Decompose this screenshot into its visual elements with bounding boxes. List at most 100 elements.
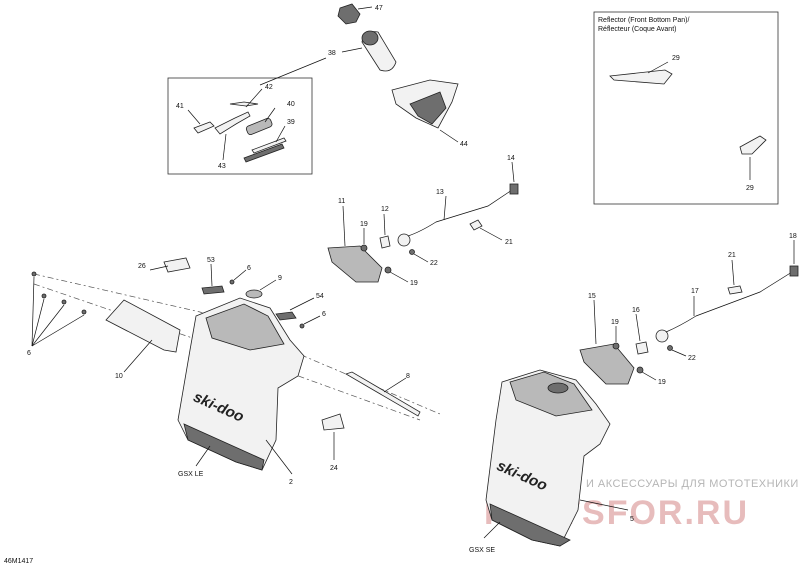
rivet-6-a3 xyxy=(61,299,67,305)
callout-21-b: 21 xyxy=(728,252,736,259)
headlight-part-15 xyxy=(579,343,635,385)
headlight-assembly-le: 11 19 12 13 14 21 22 19 xyxy=(327,155,519,287)
headlight-assembly-se: 15 19 16 17 18 21 22 19 xyxy=(579,233,799,386)
callout-10: 10 xyxy=(115,373,123,380)
callout-6-a: 6 xyxy=(27,350,31,357)
screw-22-b xyxy=(667,345,673,351)
callout-21-a: 21 xyxy=(505,239,513,246)
front-pan-lip xyxy=(183,423,265,471)
axis-line-1 xyxy=(33,273,441,415)
rivet-6-a2 xyxy=(41,293,47,299)
callout-38: 38 xyxy=(328,50,336,57)
tie-21-a xyxy=(469,219,483,231)
callout-5: 5 xyxy=(630,516,634,523)
callout-6-c: 6 xyxy=(322,311,326,318)
pliers-part xyxy=(214,111,251,135)
diagram-id: 46M1417 xyxy=(4,558,33,565)
callout-26: 26 xyxy=(138,263,146,270)
rivet-6-c xyxy=(299,323,305,329)
callout-14: 14 xyxy=(507,155,515,162)
callout-47: 47 xyxy=(375,5,383,12)
variant-label-se: GSX SE xyxy=(469,547,495,554)
harness-13 xyxy=(407,189,513,237)
decal-24 xyxy=(321,413,345,431)
callout-16: 16 xyxy=(632,307,640,314)
rivet-6-b xyxy=(229,279,235,285)
grommet-9 xyxy=(245,289,263,299)
reflector-box: Reflector (Front Bottom Pan)/ Réflecteur… xyxy=(593,11,779,205)
variant-label-le: GSX LE xyxy=(178,471,204,478)
callout-9: 9 xyxy=(278,275,282,282)
screwdriver-part xyxy=(243,143,285,163)
callout-15: 15 xyxy=(588,293,596,300)
callout-8: 8 xyxy=(406,373,410,380)
callout-12: 12 xyxy=(381,206,389,213)
harness-17 xyxy=(665,271,793,333)
callout-19-d: 19 xyxy=(658,379,666,386)
callout-44: 44 xyxy=(460,141,468,148)
tool-kit-frame xyxy=(167,77,313,175)
rod-part-8 xyxy=(345,371,421,417)
callout-41: 41 xyxy=(176,103,184,110)
front-pan-part-5 xyxy=(485,369,611,547)
spark-plug-part xyxy=(245,117,273,136)
front-pan-vent-se xyxy=(547,382,569,394)
callout-11: 11 xyxy=(338,198,345,205)
bracket-inner xyxy=(409,91,447,125)
upper-parts: 47 38 44 xyxy=(259,3,468,148)
callout-22-b: 22 xyxy=(688,355,696,362)
callout-54: 54 xyxy=(316,293,324,300)
callout-13: 13 xyxy=(436,189,444,196)
socket-part xyxy=(397,233,411,247)
callout-2: 2 xyxy=(289,479,293,486)
nut-19-a xyxy=(360,244,368,252)
socket-part-se xyxy=(655,329,669,343)
screw-22-a xyxy=(409,249,415,255)
tool-rod-part xyxy=(229,101,259,107)
callout-19-b: 19 xyxy=(410,280,418,287)
reflector-front-part xyxy=(609,69,673,85)
nut-19-d xyxy=(636,366,644,374)
front-pan-se: ski-doo 5 GSX SE xyxy=(469,369,634,554)
nut-19-b xyxy=(384,266,392,274)
screwdriver-2-part xyxy=(251,137,287,154)
tie-21-b xyxy=(727,285,743,295)
front-pan-lip-se xyxy=(489,503,571,547)
tool-bag-end xyxy=(361,30,379,46)
decal-26 xyxy=(163,257,191,273)
callout-19-c: 19 xyxy=(611,319,619,326)
tool-kit-box: 42 41 40 39 43 xyxy=(167,77,313,175)
clip-part-47 xyxy=(337,3,361,25)
label-54 xyxy=(275,311,297,321)
callout-19-a: 19 xyxy=(360,221,368,228)
front-pan-top xyxy=(205,303,285,351)
front-pan-le: 10 ski-doo 2 GSX LE 26 53 6 9 54 6 xyxy=(27,257,441,486)
connector-18 xyxy=(789,265,799,277)
callout-43: 43 xyxy=(218,163,226,170)
callout-53: 53 xyxy=(207,257,215,264)
callout-24: 24 xyxy=(330,465,338,472)
callout-39: 39 xyxy=(287,119,295,126)
headlight-part-11 xyxy=(327,245,383,283)
callout-17: 17 xyxy=(691,288,699,295)
label-53 xyxy=(201,285,225,295)
watermark-line1: ЗАПЧАСТИ И АКСЕССУАРЫ ДЛЯ МОТОТЕХНИКИ xyxy=(520,478,799,490)
front-pan-top-se xyxy=(509,371,593,417)
nut-19-c xyxy=(612,342,620,350)
reflector-side-part xyxy=(739,135,767,155)
callout-29-top: 29 xyxy=(672,55,680,62)
callout-40: 40 xyxy=(287,101,295,108)
callout-22-a: 22 xyxy=(430,260,438,267)
reflector-title-en: Reflector (Front Bottom Pan)/ xyxy=(598,17,689,24)
callout-18: 18 xyxy=(789,233,797,240)
reflector-title-fr: Réflecteur (Coque Avant) xyxy=(598,26,676,33)
reflector-box-frame xyxy=(593,11,779,205)
bulb-part-12 xyxy=(379,235,391,249)
bulb-part-16 xyxy=(635,341,649,355)
rivet-6-a1 xyxy=(31,271,37,277)
side-panel-10 xyxy=(105,299,181,353)
rivet-6-a4 xyxy=(81,309,87,315)
callout-29-bottom: 29 xyxy=(746,185,754,192)
callout-6-b: 6 xyxy=(247,265,251,272)
